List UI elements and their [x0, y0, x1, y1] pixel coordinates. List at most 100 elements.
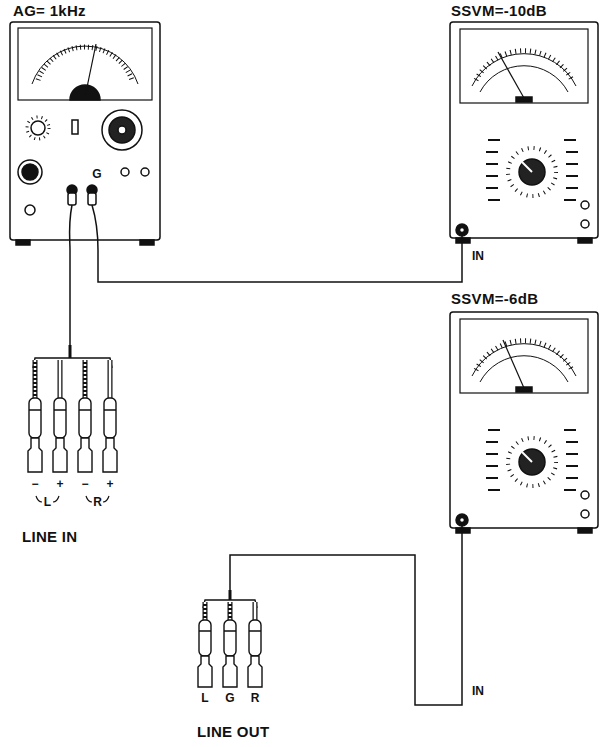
voltmeter-part: [578, 238, 592, 243]
polarity-sign: −: [31, 478, 38, 491]
voltmeter: [450, 312, 598, 535]
line-out-plugs-part: [223, 656, 237, 687]
line-in-plugs-part: [35, 360, 110, 398]
voltmeter-part: [581, 220, 589, 228]
voltmeter-part: [508, 148, 556, 196]
audio-generator-part: [92, 205, 98, 250]
label-holder: +: [56, 478, 63, 491]
voltmeter-node: SSVM=-6dB: [448, 290, 603, 535]
label-holder: IN: [472, 685, 484, 698]
channel-label: R: [93, 496, 102, 509]
line-in-plugs-part: [79, 398, 91, 438]
line-in-plugs-part: [29, 409, 116, 410]
heading-label: LINE IN: [22, 528, 77, 545]
line-in-plugs-part: [60, 360, 110, 398]
audio-generator-part: [32, 46, 138, 84]
label-holder: L: [44, 496, 51, 509]
polarity-sign: +: [56, 478, 63, 491]
plug-label: R: [251, 692, 260, 705]
line-out-plugs-part: [249, 620, 261, 656]
line-in-plugs-part: [69, 345, 72, 358]
audio-generator: [10, 22, 160, 250]
line-in-plugs-part: [78, 438, 92, 472]
heading-label: SSVM=-10dB: [451, 2, 547, 19]
voltmeter-node: SSVM=-10dB: [448, 2, 603, 245]
voltmeter-part: [581, 201, 589, 209]
audio-generator-part: [102, 110, 142, 150]
line-in-plugs-part: [54, 398, 66, 438]
voltmeter-part: [461, 236, 463, 245]
audio-generator-part: [38, 47, 132, 80]
connector-group: LINE OUT: [185, 590, 285, 740]
audio-generator-part: [10, 22, 160, 240]
voltmeter-part: [480, 66, 568, 92]
line-out-plugs-part: [229, 590, 232, 600]
test-lead: [98, 245, 462, 282]
meter-needle: [498, 52, 524, 98]
audio-generator-part: [25, 205, 35, 215]
input-label: IN: [472, 250, 484, 263]
line-in-plugs-part: [28, 438, 42, 472]
plug-label: G: [225, 692, 234, 705]
audio-generator-part: [70, 205, 73, 250]
channel-label: L: [44, 496, 51, 509]
audio-generator-part: [109, 117, 135, 143]
voltmeter-part: [519, 159, 545, 185]
line-in-plugs-part: [103, 438, 117, 472]
line-out-plugs-part: [205, 602, 255, 620]
polarity-sign: −: [81, 478, 88, 491]
meter-needle: [503, 340, 524, 388]
heading-label: SSVM=-6dB: [451, 290, 538, 307]
voltmeter-part: [450, 22, 598, 238]
audio-generator-part: [85, 44, 96, 97]
label-holder: IN: [472, 250, 484, 263]
terminal-label: G: [92, 168, 101, 181]
input-label: IN: [472, 685, 484, 698]
line-in-plugs: [28, 345, 117, 502]
line-in-plugs-part: [33, 358, 112, 368]
audio-generator-part: [68, 193, 76, 205]
label-holder: G: [92, 168, 101, 181]
label-holder: R: [93, 496, 102, 509]
line-out-plugs-part: [254, 602, 257, 620]
label-holder: G: [225, 692, 234, 705]
audio-generator-part: [16, 240, 30, 245]
heading-label: AG= 1kHz: [13, 2, 86, 19]
line-out-plugs-part: [224, 620, 236, 656]
audio-generator-part: [22, 164, 38, 180]
line-in-plugs-part: [29, 398, 41, 438]
audio-generator-node: AG= 1kHz: [10, 2, 162, 250]
line-out-plugs-part: [248, 656, 262, 687]
audio-generator-part: [72, 120, 78, 134]
audio-generator-part: [18, 160, 42, 184]
connector-group: LINE IN: [20, 345, 130, 545]
audio-generator-part: [88, 193, 96, 205]
voltmeter-part: [460, 29, 588, 103]
audio-generator-part: [70, 85, 100, 100]
audio-generator-part: [140, 240, 154, 245]
audio-generator-part: [121, 168, 129, 176]
audio-generator-part: [141, 168, 149, 176]
test-lead: [69, 250, 71, 345]
audio-generator-part: [27, 117, 49, 139]
line-in-plugs-part: [104, 398, 116, 438]
label-holder: R: [251, 692, 260, 705]
voltmeter-part: [564, 140, 578, 200]
voltmeter-part: [486, 140, 500, 200]
audio-generator-part: [118, 126, 126, 134]
line-in-plugs-part: [53, 438, 67, 472]
label-holder: L: [201, 692, 208, 705]
polarity-sign: +: [106, 478, 113, 491]
line-out-plugs-part: [199, 630, 261, 631]
plug-label: L: [201, 692, 208, 705]
test-lead: [230, 535, 462, 705]
line-out-plugs: [198, 590, 262, 687]
label-holder: +: [106, 478, 113, 491]
audio-generator-part: [31, 121, 45, 135]
line-out-plugs-part: [198, 656, 212, 687]
label-holder: −: [31, 478, 38, 491]
heading-label: LINE OUT: [197, 723, 269, 740]
